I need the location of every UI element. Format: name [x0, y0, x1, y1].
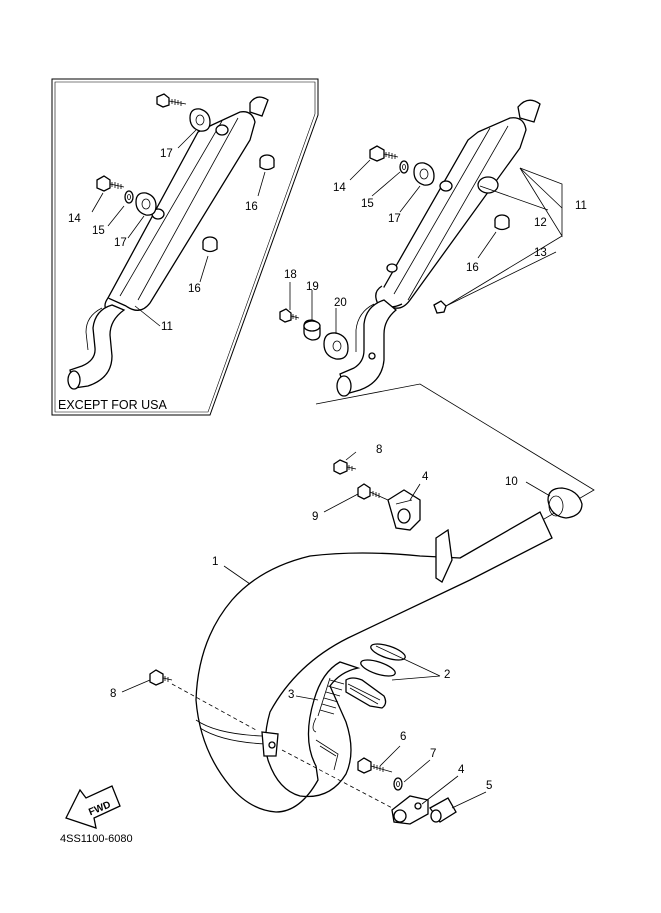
bolt-18	[279, 308, 300, 323]
bracket-4-lower	[391, 795, 429, 825]
bracket-4-upper	[387, 489, 421, 531]
collar-16-inset-upper	[259, 154, 275, 171]
callout-7: 7	[430, 748, 436, 760]
callout-2: 2	[444, 669, 450, 681]
callout-17-inset-lower: 17	[114, 237, 127, 249]
stay-hook	[315, 739, 339, 771]
callout-20: 20	[334, 297, 347, 309]
inset-label: EXCEPT FOR USA	[58, 398, 167, 412]
callout-15-inset: 15	[92, 225, 105, 237]
callout-4-upper: 4	[422, 471, 429, 483]
bolt-top-inset	[156, 93, 187, 108]
callout-16-inset-upper: 16	[245, 201, 258, 213]
callout-6: 6	[400, 731, 406, 743]
callout-18: 18	[284, 269, 297, 281]
gasket-2-lower	[360, 659, 396, 677]
callout-5: 5	[486, 780, 492, 792]
callout-13: 13	[534, 247, 547, 259]
pipe-leads	[121, 451, 551, 809]
grommet-17-inset-lower	[135, 192, 157, 216]
callout-17-main: 17	[388, 213, 401, 225]
callout-10: 10	[505, 476, 518, 488]
collar-19	[303, 319, 321, 341]
callout-9: 9	[312, 511, 318, 523]
bolt-6-axis	[281, 749, 397, 811]
bolt-8-lower	[149, 669, 173, 686]
grommet-20	[323, 332, 349, 360]
silencer-inset	[67, 96, 269, 390]
screw-13	[433, 300, 447, 314]
callout-4-lower: 4	[458, 764, 465, 776]
callout-16-main: 16	[466, 262, 479, 274]
callout-12: 12	[534, 217, 547, 229]
washer-15	[399, 160, 409, 174]
bolt-8-upper	[333, 459, 357, 475]
bolt-9	[357, 483, 389, 501]
washer-15-inset	[124, 190, 134, 204]
collar-10	[547, 487, 583, 519]
callout-19: 19	[306, 281, 319, 293]
silencer-main	[336, 99, 541, 397]
washer-7	[393, 777, 403, 791]
callout-14-main: 14	[333, 182, 346, 194]
callout-16-inset-lower: 16	[188, 283, 201, 295]
bolt-14-inset	[96, 175, 125, 192]
inset-leads	[91, 129, 266, 327]
callout-3: 3	[288, 689, 294, 701]
exhaust-pipe	[195, 511, 553, 813]
fwd-arrow-icon: FWD	[65, 785, 121, 829]
joint-pipe	[345, 677, 387, 709]
bolt-14	[369, 145, 399, 162]
diagram-code: 4SS1100-6080	[60, 833, 133, 845]
grommet-17	[413, 162, 435, 186]
callout-15-main: 15	[361, 198, 374, 210]
callout-14-inset: 14	[68, 213, 81, 225]
silencer-leads	[289, 159, 563, 334]
collar-16	[494, 214, 510, 231]
callout-8-upper: 8	[376, 444, 382, 456]
collar-16-inset-lower	[202, 236, 218, 253]
bolt-6	[357, 757, 393, 774]
inset-box: EXCEPT FOR USA	[51, 78, 319, 416]
grommet-17-inset-upper	[189, 108, 211, 132]
callout-11-main: 11	[575, 200, 587, 212]
collar-5	[429, 797, 457, 823]
callout-17-inset-upper: 17	[160, 148, 173, 160]
bolt-8-lower-axis	[171, 683, 257, 731]
callout-8-lower: 8	[110, 688, 116, 700]
spring-3	[312, 677, 345, 733]
callout-11-inset: 11	[161, 321, 173, 333]
callout-1: 1	[212, 556, 218, 568]
